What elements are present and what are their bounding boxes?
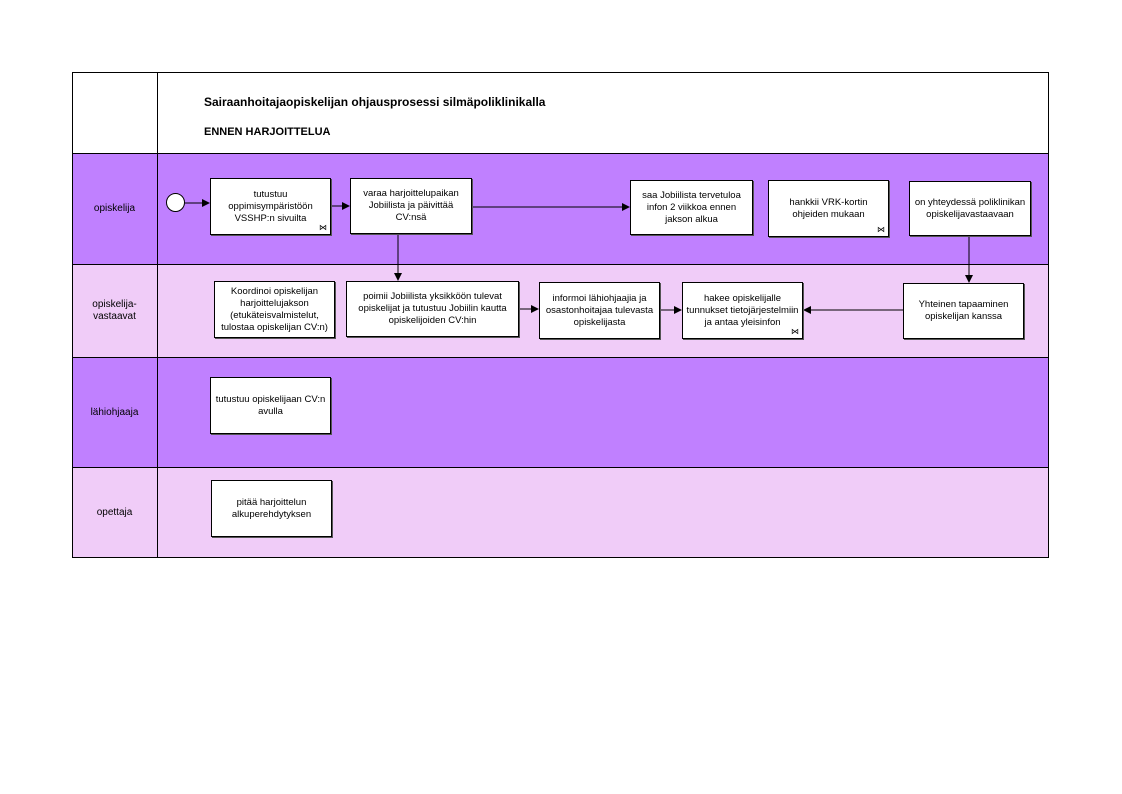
task-varaa-harjoittelupaikan[interactable]: varaa harjoittelupaikan Jobiilista ja pä… <box>350 178 472 234</box>
task-hakee[interactable]: hakee opiskelijalle tunnukset tietojärje… <box>682 282 803 339</box>
task-tutustuu-oppimisymparistoon[interactable]: tutustuu oppimisympäristöön VSSHP:n sivu… <box>210 178 331 235</box>
task-label: hakee opiskelijalle tunnukset tietojärje… <box>686 292 799 328</box>
task-label: on yhteydessä poliklinikan opiskelijavas… <box>914 196 1026 220</box>
subprocess-icon: ⋈ <box>877 225 885 234</box>
lane-divider <box>157 72 158 558</box>
task-label: Yhteinen tapaaminen opiskelijan kanssa <box>918 299 1009 322</box>
lane-label-opiskelija: opiskelija <box>93 203 136 214</box>
lane-label-vastaavat: opiskelija- vastaavat <box>92 299 137 322</box>
task-label: hankkii VRK-kortin ohjeiden mukaan <box>789 196 868 220</box>
task-label: tutustuu opiskelijaan CV:n avulla <box>215 393 326 417</box>
task-hankkii-vrk-kortin[interactable]: hankkii VRK-kortin ohjeiden mukaan ⋈ <box>768 180 889 237</box>
task-label: pitää harjoittelun alkuperehdytyksen <box>231 496 312 520</box>
subprocess-icon: ⋈ <box>791 327 799 336</box>
task-label: poimii Jobiilista yksikköön tulevat opis… <box>358 291 507 326</box>
task-label: Koordinoi opiskelijan harjoittelujakson … <box>221 285 328 333</box>
diagram-subtitle: ENNEN HARJOITTELUA <box>204 126 331 138</box>
diagram-title: Sairaanhoitajaopiskelijan ohjausprosessi… <box>204 95 546 109</box>
task-label: saa Jobiilista tervetuloa infon 2 viikko… <box>642 189 741 225</box>
task-on-yhteydessa[interactable]: on yhteydessä poliklinikan opiskelijavas… <box>909 181 1031 236</box>
task-label: varaa harjoittelupaikan Jobiilista ja pä… <box>363 188 459 223</box>
task-yhteinen-tapaaminen[interactable]: Yhteinen tapaaminen opiskelijan kanssa <box>903 283 1024 339</box>
task-label: tutustuu oppimisympäristöön VSSHP:n sivu… <box>228 188 313 224</box>
task-saa-jobiilista[interactable]: saa Jobiilista tervetuloa infon 2 viikko… <box>630 180 753 235</box>
start-event <box>166 193 185 212</box>
task-tutustuu-cv[interactable]: tutustuu opiskelijaan CV:n avulla <box>210 377 331 434</box>
task-label: informoi lähiohjaajia ja osastonhoitajaa… <box>545 292 654 328</box>
header-band <box>72 72 1049 154</box>
subprocess-icon: ⋈ <box>319 223 327 232</box>
task-pitaa-alkuperehdytyksen[interactable]: pitää harjoittelun alkuperehdytyksen <box>211 480 332 537</box>
task-koordinoi[interactable]: Koordinoi opiskelijan harjoittelujakson … <box>214 281 335 338</box>
lane-label-opettaja: opettaja <box>96 506 133 518</box>
task-informoi[interactable]: informoi lähiohjaajia ja osastonhoitajaa… <box>539 282 660 339</box>
lane-label-lahiohjaaja: lähiohjaaja <box>90 406 139 418</box>
task-poimii[interactable]: poimii Jobiilista yksikköön tulevat opis… <box>346 281 519 337</box>
